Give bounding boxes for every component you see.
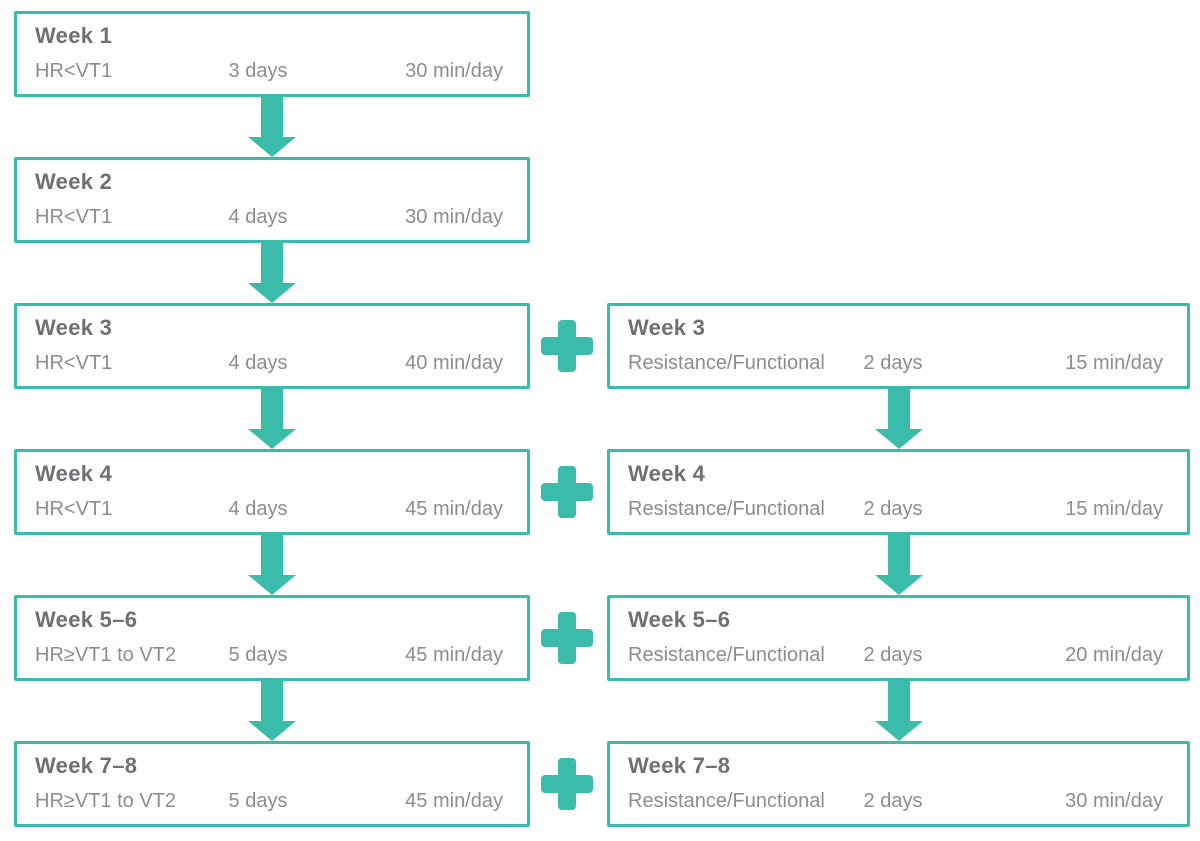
days-label: 4 days bbox=[228, 352, 288, 374]
week-box-resistance-5-6: Week 5–6 Resistance/Functional 2 days 20… bbox=[607, 595, 1190, 681]
arrow-down-icon bbox=[248, 681, 296, 741]
week-box-resistance-7-8: Week 7–8 Resistance/Functional 2 days 30… bbox=[607, 741, 1190, 827]
week-details: HR<VT1 3 days 30 min/day bbox=[35, 60, 503, 82]
modality-label: Resistance/Functional bbox=[628, 352, 825, 374]
days-label: 2 days bbox=[863, 352, 923, 374]
plus-icon bbox=[541, 320, 593, 372]
duration-label: 45 min/day bbox=[405, 790, 503, 812]
plus-icon bbox=[541, 758, 593, 810]
week-label: Week 1 bbox=[35, 23, 113, 48]
week-box-aerobic-1: Week 1 HR<VT1 3 days 30 min/day bbox=[14, 11, 530, 97]
week-box-resistance-4: Week 4 Resistance/Functional 2 days 15 m… bbox=[607, 449, 1190, 535]
intensity-label: HR<VT1 bbox=[35, 498, 113, 520]
duration-label: 45 min/day bbox=[405, 498, 503, 520]
duration-label: 15 min/day bbox=[1065, 498, 1163, 520]
days-label: 2 days bbox=[863, 644, 923, 666]
week-details: Resistance/Functional 2 days 15 min/day bbox=[628, 352, 1163, 374]
week-box-aerobic-5-6: Week 5–6 HR≥VT1 to VT2 5 days 45 min/day bbox=[14, 595, 530, 681]
arrow-down-icon bbox=[248, 97, 296, 157]
intensity-label: HR<VT1 bbox=[35, 60, 113, 82]
duration-label: 20 min/day bbox=[1065, 644, 1163, 666]
week-label: Week 2 bbox=[35, 169, 113, 194]
week-label: Week 4 bbox=[628, 461, 706, 486]
duration-label: 30 min/day bbox=[405, 60, 503, 82]
duration-label: 30 min/day bbox=[405, 206, 503, 228]
week-box-aerobic-7-8: Week 7–8 HR≥VT1 to VT2 5 days 45 min/day bbox=[14, 741, 530, 827]
plus-icon bbox=[541, 466, 593, 518]
week-box-aerobic-4: Week 4 HR<VT1 4 days 45 min/day bbox=[14, 449, 530, 535]
days-label: 4 days bbox=[228, 498, 288, 520]
duration-label: 45 min/day bbox=[405, 644, 503, 666]
week-details: Resistance/Functional 2 days 20 min/day bbox=[628, 644, 1163, 666]
week-details: HR≥VT1 to VT2 5 days 45 min/day bbox=[35, 790, 503, 812]
modality-label: Resistance/Functional bbox=[628, 498, 825, 520]
intensity-label: HR<VT1 bbox=[35, 352, 113, 374]
modality-label: Resistance/Functional bbox=[628, 644, 825, 666]
arrow-down-icon bbox=[248, 389, 296, 449]
days-label: 2 days bbox=[863, 790, 923, 812]
days-label: 5 days bbox=[228, 644, 288, 666]
arrow-down-icon bbox=[875, 681, 923, 741]
days-label: 4 days bbox=[228, 206, 288, 228]
arrow-down-icon bbox=[248, 535, 296, 595]
week-details: Resistance/Functional 2 days 30 min/day bbox=[628, 790, 1163, 812]
week-label: Week 4 bbox=[35, 461, 113, 486]
days-label: 3 days bbox=[228, 60, 288, 82]
duration-label: 15 min/day bbox=[1065, 352, 1163, 374]
week-details: HR<VT1 4 days 30 min/day bbox=[35, 206, 503, 228]
intensity-label: HR≥VT1 to VT2 bbox=[35, 644, 177, 666]
arrow-down-icon bbox=[248, 243, 296, 303]
week-details: HR<VT1 4 days 40 min/day bbox=[35, 352, 503, 374]
duration-label: 40 min/day bbox=[405, 352, 503, 374]
week-details: HR≥VT1 to VT2 5 days 45 min/day bbox=[35, 644, 503, 666]
arrow-down-icon bbox=[875, 389, 923, 449]
modality-label: Resistance/Functional bbox=[628, 790, 825, 812]
week-label: Week 3 bbox=[35, 315, 113, 340]
intensity-label: HR<VT1 bbox=[35, 206, 113, 228]
plus-icon bbox=[541, 612, 593, 664]
week-label: Week 5–6 bbox=[628, 607, 731, 632]
arrow-down-icon bbox=[875, 535, 923, 595]
week-box-aerobic-3: Week 3 HR<VT1 4 days 40 min/day bbox=[14, 303, 530, 389]
days-label: 5 days bbox=[228, 790, 288, 812]
week-box-resistance-3: Week 3 Resistance/Functional 2 days 15 m… bbox=[607, 303, 1190, 389]
week-details: Resistance/Functional 2 days 15 min/day bbox=[628, 498, 1163, 520]
week-details: HR<VT1 4 days 45 min/day bbox=[35, 498, 503, 520]
week-label: Week 7–8 bbox=[35, 753, 138, 778]
week-label: Week 3 bbox=[628, 315, 706, 340]
duration-label: 30 min/day bbox=[1065, 790, 1163, 812]
week-box-aerobic-2: Week 2 HR<VT1 4 days 30 min/day bbox=[14, 157, 530, 243]
week-label: Week 7–8 bbox=[628, 753, 731, 778]
week-label: Week 5–6 bbox=[35, 607, 138, 632]
days-label: 2 days bbox=[863, 498, 923, 520]
intensity-label: HR≥VT1 to VT2 bbox=[35, 790, 177, 812]
